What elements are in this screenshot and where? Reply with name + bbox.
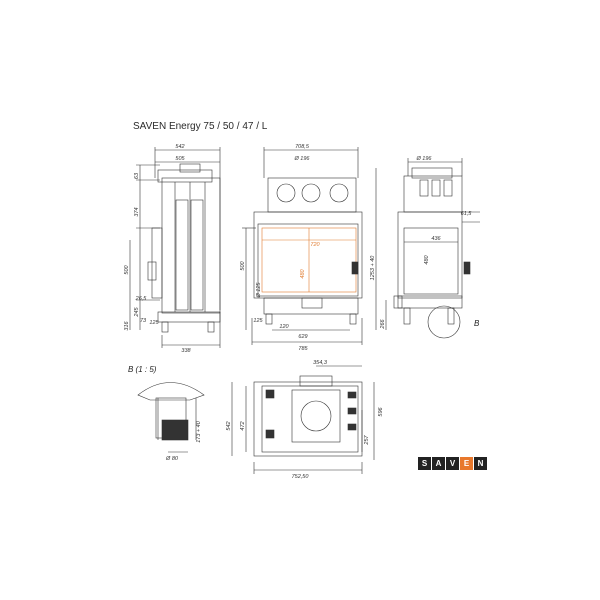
right-offset: 61,5	[461, 211, 473, 217]
right-door-w: 436	[431, 236, 441, 242]
side-width-total: 542	[175, 144, 184, 150]
top-width: 752,50	[292, 474, 310, 480]
detail-b-label: B (1 : 5)	[128, 365, 157, 374]
logo-letter: A	[432, 457, 445, 470]
side-top-h: 63	[134, 172, 140, 179]
front-inner-125: Ø 125	[256, 282, 262, 299]
side-low-dim: 26,5	[135, 296, 148, 302]
front-flue-diam: Ø 196	[294, 156, 311, 162]
side-low-h: 245	[134, 306, 140, 317]
logo-letter: S	[418, 457, 431, 470]
detail-b-view	[137, 382, 205, 453]
top-right-depth: 596	[378, 406, 384, 416]
front-foot-125: 125	[253, 318, 263, 324]
side-depth: 338	[181, 348, 191, 354]
side-mid-h: 500	[124, 264, 130, 274]
front-foot-120: 120	[279, 324, 289, 330]
detail-marker: B	[474, 319, 480, 328]
front-width-top: 708,5	[295, 144, 310, 150]
side-foot-w: 125	[149, 320, 159, 326]
top-depth: 542	[226, 421, 232, 430]
front-total-h: 1253 + 40	[370, 255, 376, 281]
front-bottom-w: 629	[298, 334, 307, 340]
front-base-w: 785	[298, 346, 308, 352]
top-offset: 354,3	[313, 360, 328, 366]
side-view	[129, 147, 221, 348]
detail-b-diam: Ø 80	[165, 456, 179, 462]
side-width-inner: 505	[175, 156, 185, 162]
top-inner-depth: 472	[240, 421, 246, 430]
drawing-title: SAVEN Energy 75 / 50 / 47 / L	[133, 121, 268, 132]
front-view	[242, 147, 363, 345]
front-glass-h: 480	[300, 268, 306, 278]
saven-logo: S A V E N	[418, 457, 488, 470]
side-low-h2: 316	[124, 320, 130, 330]
side-upper-h: 374	[134, 207, 140, 216]
front-glass-w: 720	[310, 242, 320, 248]
top-right-inner: 257	[364, 434, 370, 445]
logo-letter-accent: E	[460, 457, 473, 470]
right-door-h: 480	[424, 254, 430, 264]
right-view	[375, 158, 480, 339]
front-height-500: 500	[240, 260, 246, 270]
right-flue-diam: Ø 196	[416, 156, 433, 162]
logo-letter: N	[474, 457, 487, 470]
logo-letter: V	[446, 457, 459, 470]
right-low-h: 266	[380, 318, 386, 329]
detail-b-height: 173 + 40	[196, 420, 202, 443]
top-view	[231, 365, 375, 474]
side-foot-h: 73	[140, 318, 147, 324]
